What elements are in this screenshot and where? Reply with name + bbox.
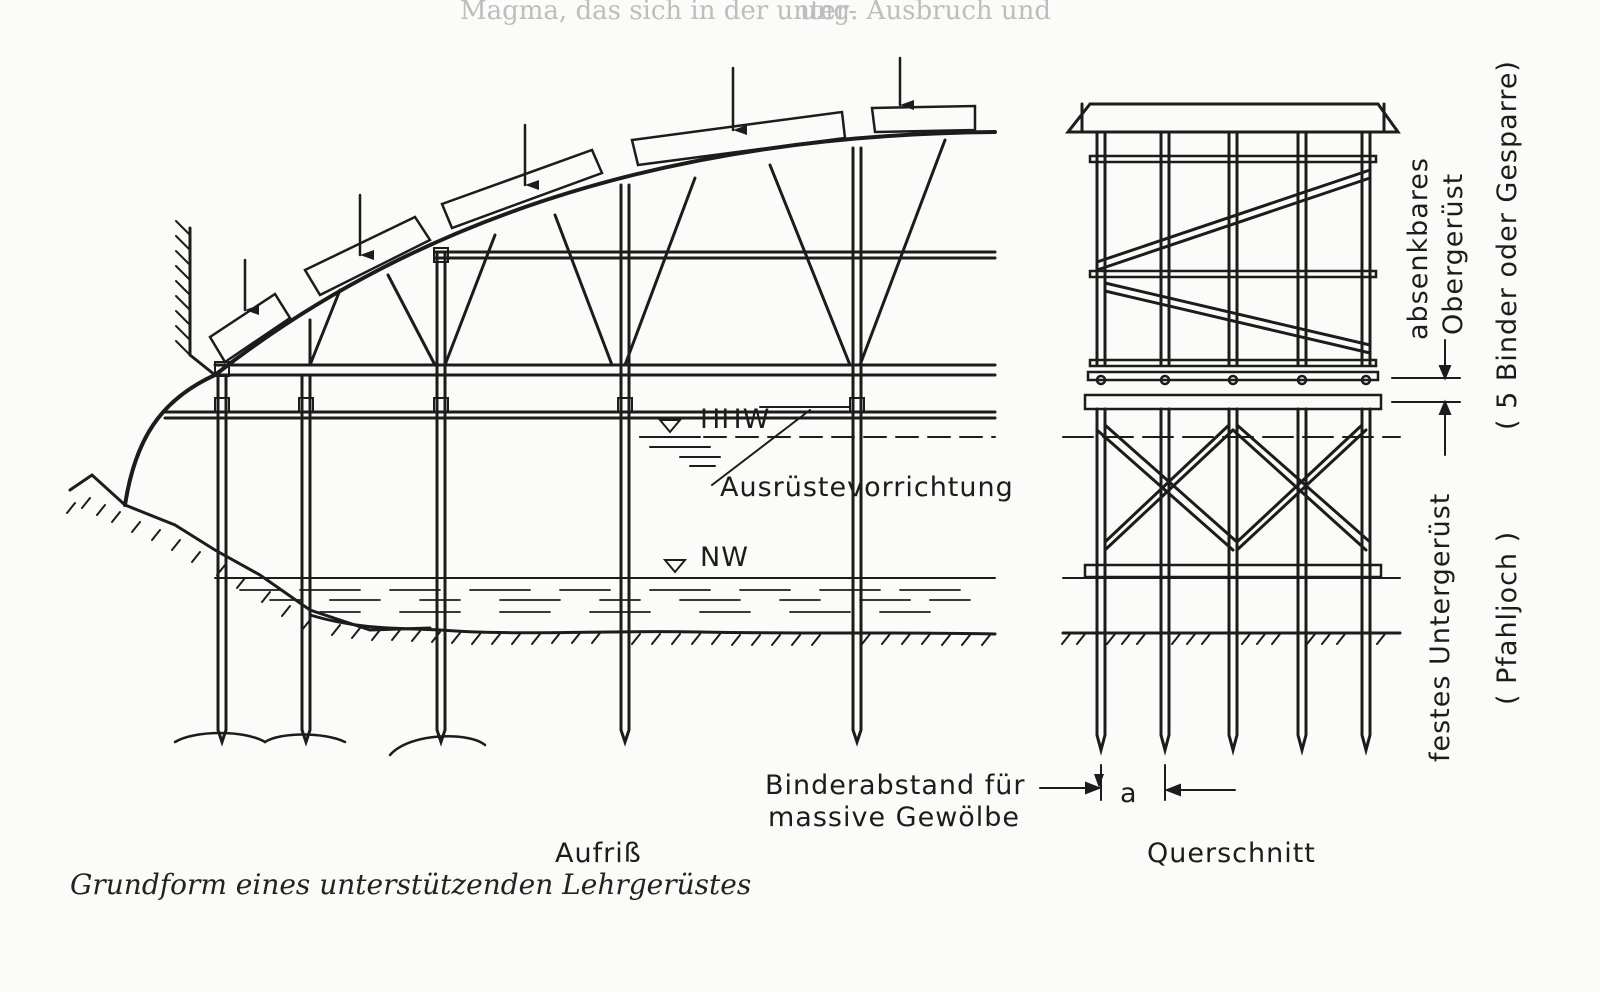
lower-label-line2: ( Pfahljoch ) (1492, 530, 1523, 705)
section-ground (1061, 631, 1402, 645)
lower-bracing (1095, 423, 1372, 552)
elevation-view (66, 56, 997, 757)
nw-label: NW (700, 542, 749, 573)
top-cap (1064, 102, 1401, 134)
upper-posts (1095, 130, 1372, 367)
upper-label-line3: ( 5 Binder oder Gesparre) (1492, 60, 1523, 430)
ausruestevorrichtung-label: Ausrüstevorrichtung (720, 472, 1014, 503)
cross-section-piles (1095, 407, 1372, 756)
figure-caption: Grundform eines unterstützenden Lehrgerü… (70, 868, 752, 901)
header-fragment-right: ung. Ausbruch und (800, 0, 1052, 26)
lower-ledger (1083, 563, 1383, 579)
querschnitt-label: Querschnitt (1147, 838, 1316, 869)
hhw-label: HHW (700, 404, 771, 435)
abutment-wall (175, 220, 217, 377)
binderabstand-label-line2: massive Gewölbe (768, 802, 1021, 833)
aufriss-label: Aufriß (555, 838, 642, 869)
upper-label-line1: absenkbares (1403, 157, 1434, 340)
load-arrows (243, 56, 914, 315)
upper-ledgers (1088, 154, 1378, 368)
nw-water (214, 559, 996, 613)
elevation-piles (214, 146, 865, 747)
cross-section-view (1039, 102, 1461, 801)
header-fragment-left: Magma, das sich in der unter- (460, 0, 858, 26)
hhw-water (639, 406, 851, 486)
dimension-a-label: a (1120, 778, 1138, 809)
lower-label-line1: festes Untergerüst (1425, 492, 1456, 762)
dimension-a (1039, 764, 1236, 801)
binderabstand-label-line1: Binderabstand für (765, 770, 1026, 801)
pile-foundations (173, 731, 487, 757)
height-dimension (1391, 339, 1461, 456)
lowering-devices (1083, 370, 1383, 411)
river-bed (308, 613, 997, 646)
upper-label-line2: Obergerüst (1438, 172, 1469, 335)
truss-diagonals (308, 138, 947, 367)
left-ground (66, 473, 432, 632)
upper-bracing (1095, 168, 1372, 355)
